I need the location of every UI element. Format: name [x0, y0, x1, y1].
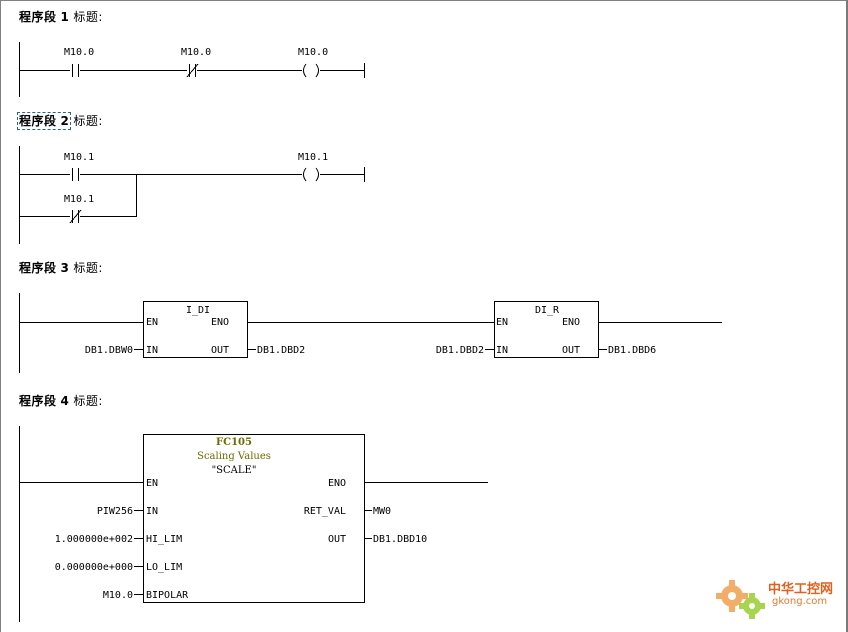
block-di-r[interactable] — [494, 301, 599, 358]
pin-lo-lim: LO_LIM — [146, 562, 182, 573]
pin-eno: ENO — [562, 317, 580, 328]
operand-out[interactable]: DB1.DBD2 — [257, 345, 305, 356]
network-label: 标题: — [73, 114, 103, 128]
watermark-en-text: gkong.com — [772, 596, 828, 607]
operand-bipolar[interactable]: M10.0 — [103, 590, 133, 601]
block-fc105-scale[interactable] — [143, 434, 365, 603]
network-label: 标题: — [73, 394, 103, 408]
network-number: 3 — [60, 261, 70, 275]
operand-out[interactable]: DB1.DBD6 — [608, 345, 656, 356]
pin-en: EN — [146, 478, 158, 489]
pin-bipolar: BIPOLAR — [146, 590, 189, 601]
network-prefix: 程序段 — [19, 10, 57, 24]
pin-in: IN — [496, 345, 508, 356]
coil-m10-0[interactable] — [303, 63, 319, 78]
network-label: 标题: — [73, 10, 103, 24]
frame-top-border — [0, 0, 848, 1]
pin-out: OUT — [328, 534, 346, 545]
coil-m10-1[interactable] — [303, 167, 319, 182]
pin-eno: ENO — [328, 478, 346, 489]
contact-nc-m10-1[interactable] — [69, 209, 82, 224]
contact-address: M10.0 — [181, 47, 211, 58]
pin-hi-lim: HI_LIM — [146, 534, 182, 545]
network-number: 2 — [60, 114, 70, 128]
pin-in: IN — [146, 345, 158, 356]
contact-no-m10-0[interactable] — [72, 64, 79, 77]
contact-nc-m10-0[interactable] — [186, 63, 199, 78]
network-number: 4 — [60, 394, 70, 408]
block-name: DI_R — [535, 305, 560, 316]
frame-right-border — [846, 0, 848, 632]
gkong-watermark-logo: 中华工控网 gkong.com — [712, 572, 842, 628]
pin-in: IN — [146, 506, 158, 517]
block-name: I_DI — [186, 305, 210, 316]
operand-ret-val[interactable]: MW0 — [373, 506, 391, 517]
gear-icon — [716, 580, 765, 619]
coil-address: M10.1 — [298, 152, 328, 163]
network-number: 1 — [60, 10, 70, 24]
network-prefix: 程序段 — [19, 394, 57, 408]
block-i-di[interactable] — [143, 301, 248, 358]
block-description: Scaling Values — [197, 451, 271, 462]
network-prefix: 程序段 — [19, 114, 57, 128]
pin-en: EN — [146, 317, 158, 328]
block-symbol: "SCALE" — [212, 465, 257, 476]
coil-address: M10.0 — [298, 47, 328, 58]
operand-hi-lim[interactable]: 1.000000e+002 — [55, 534, 133, 545]
operand-in[interactable]: DB1.DBD2 — [436, 345, 484, 356]
operand-out[interactable]: DB1.DBD10 — [373, 534, 427, 545]
operand-in[interactable]: PIW256 — [97, 506, 133, 517]
pin-out: OUT — [211, 345, 229, 356]
watermark-cn-text: 中华工控网 — [768, 582, 834, 597]
pin-ret-val: RET_VAL — [304, 506, 346, 517]
operand-in[interactable]: DB1.DBW0 — [85, 345, 133, 356]
pin-en: EN — [496, 317, 508, 328]
operand-lo-lim[interactable]: 0.000000e+000 — [55, 562, 133, 573]
contact-address: M10.0 — [64, 47, 94, 58]
contact-no-m10-1[interactable] — [72, 168, 79, 181]
frame-left-border — [0, 0, 1, 632]
network-prefix: 程序段 — [19, 261, 57, 275]
contact-address: M10.1 — [64, 194, 94, 205]
contact-address: M10.1 — [64, 152, 94, 163]
network-label: 标题: — [73, 261, 103, 275]
pin-out: OUT — [562, 345, 580, 356]
block-number: FC105 — [216, 437, 252, 448]
pin-eno: ENO — [211, 317, 229, 328]
